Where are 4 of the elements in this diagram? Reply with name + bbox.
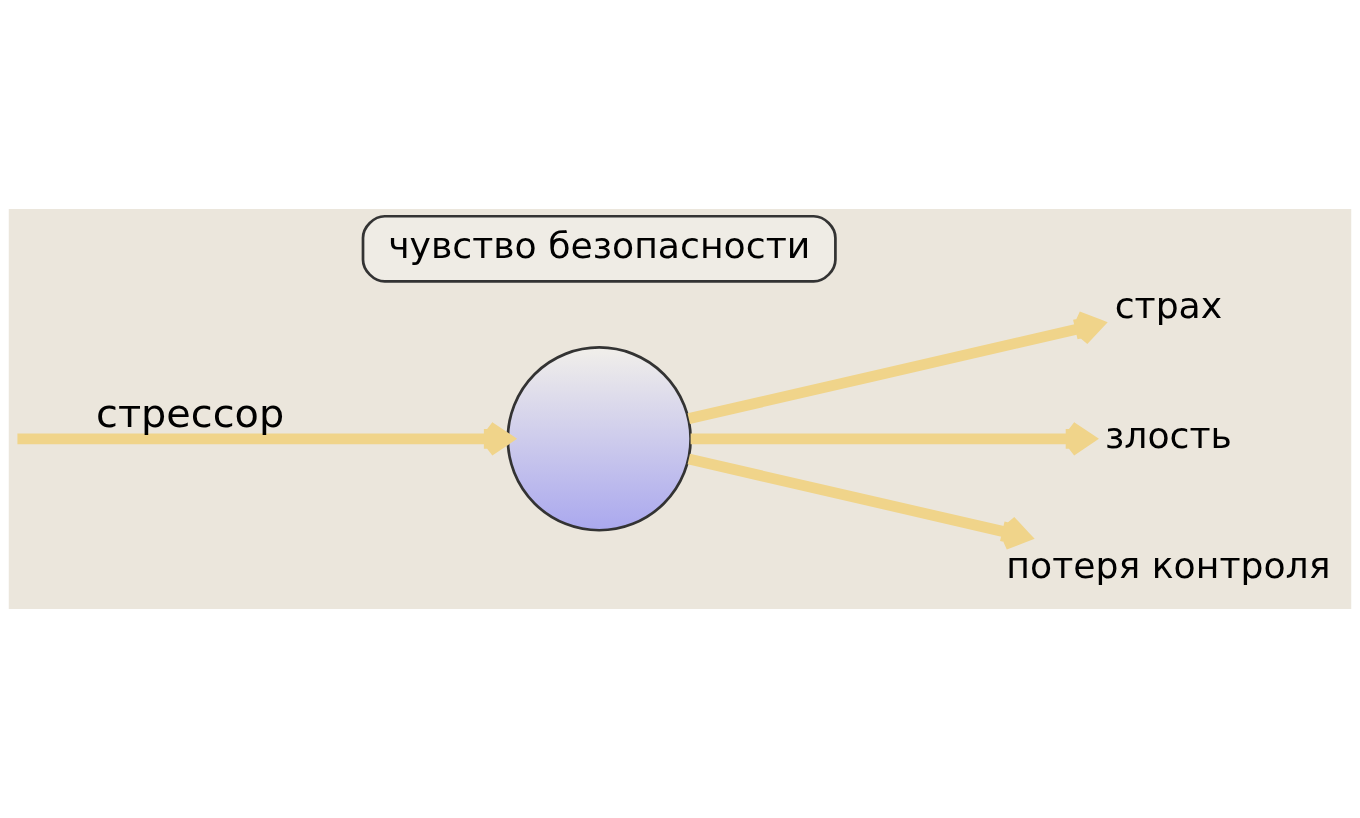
node-text: страх [1114,283,1223,327]
edge-label: стрессор [96,390,285,437]
node-text: потеря контроля [1006,544,1331,588]
node-text: злость [1105,413,1232,457]
